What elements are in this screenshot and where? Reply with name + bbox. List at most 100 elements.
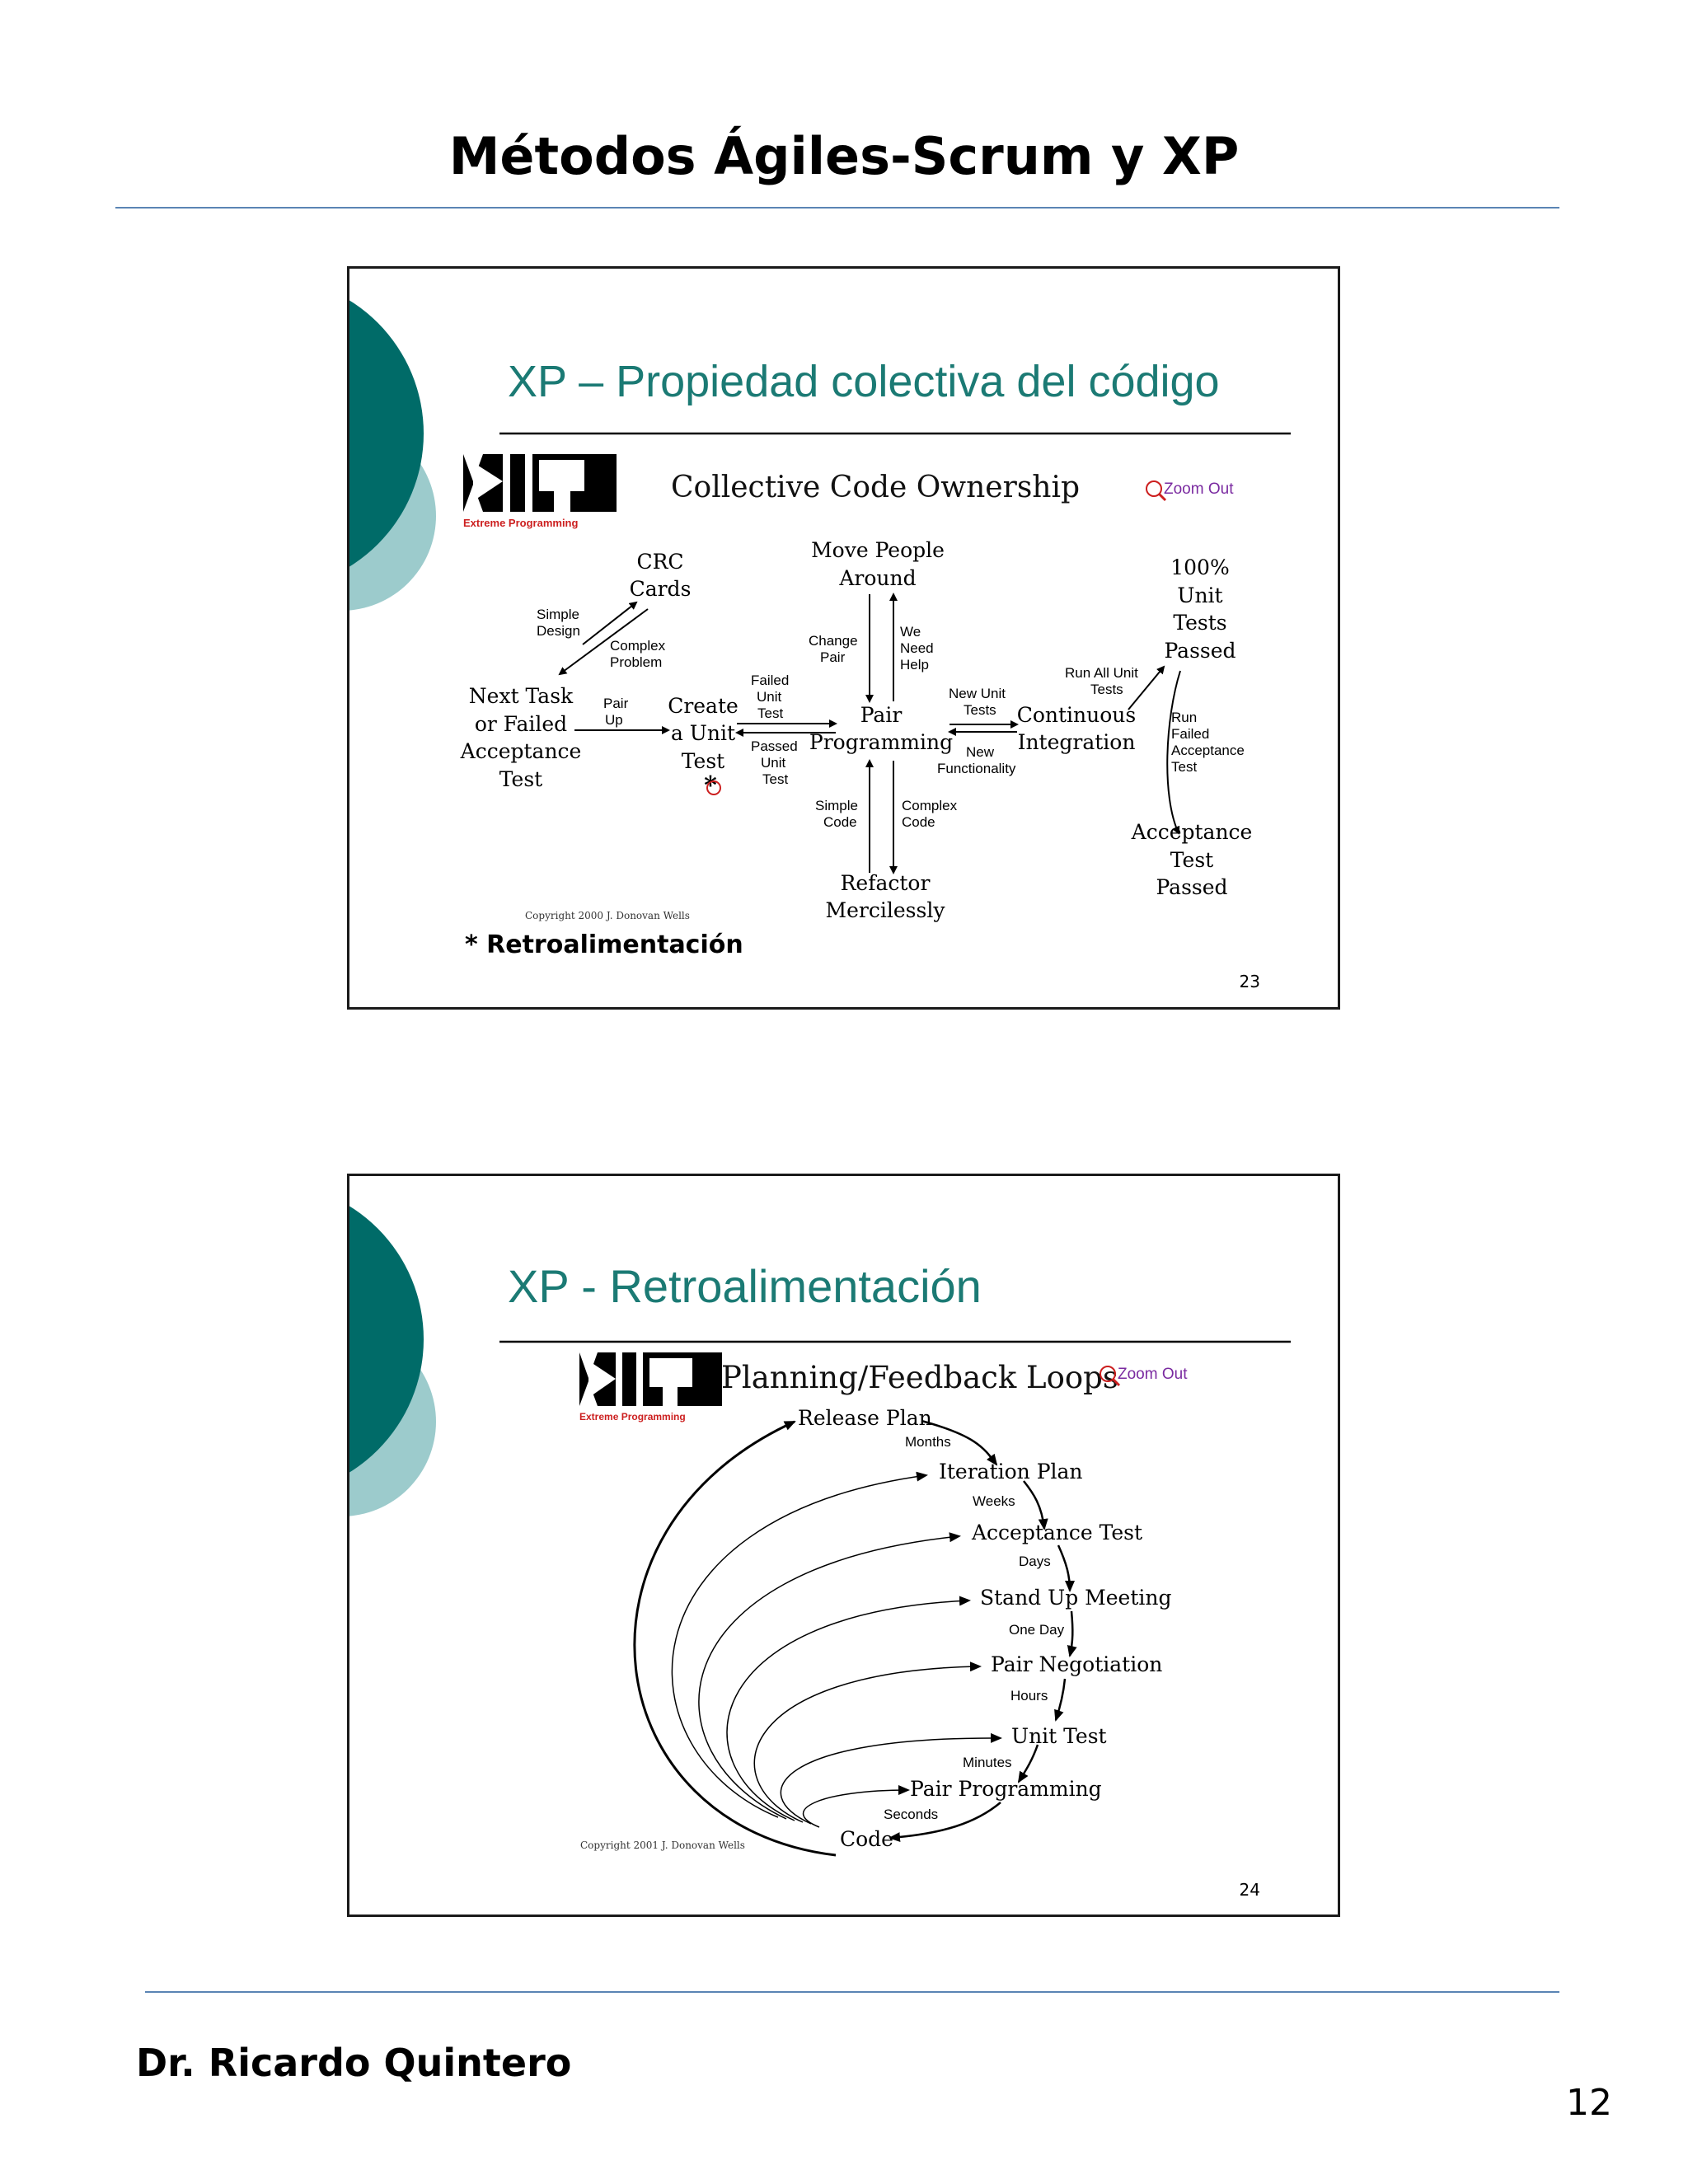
zoom-out-link[interactable]: Zoom Out bbox=[1100, 1366, 1188, 1387]
node-crc-cards-l2: Cards bbox=[630, 577, 692, 601]
loop-label-release-plan: Release Plan bbox=[798, 1406, 932, 1430]
node-acceptance-passed-l3: Passed bbox=[1156, 875, 1227, 899]
xp-logo: Extreme Programming bbox=[579, 1352, 722, 1422]
zoom-out-label[interactable]: Zoom Out bbox=[1118, 1366, 1188, 1383]
edge-new-unit-tests-l1: New Unit bbox=[949, 686, 1006, 701]
diagram-title: Planning/Feedback Loops bbox=[721, 1360, 1118, 1395]
edge-new-functionality-l2: Functionality bbox=[937, 761, 1016, 776]
node-next-task-l1: Next Task bbox=[469, 684, 574, 708]
feedback-descending-arrows bbox=[889, 1419, 1077, 1843]
loop-arc-pair-negotiation bbox=[753, 1661, 982, 1823]
node-acceptance-passed-l1: Acceptance bbox=[1131, 820, 1253, 844]
loop-arc-release-plan bbox=[633, 1420, 837, 1857]
footer-page-number: 12 bbox=[1566, 2082, 1612, 2124]
loop-label-pair-programming: Pair Programming bbox=[910, 1777, 1102, 1801]
interval-one-day: One Day bbox=[1009, 1622, 1065, 1638]
loop-label-code: Code bbox=[840, 1827, 893, 1851]
loop-arc-iteration-plan bbox=[671, 1471, 928, 1818]
edge-complex-code-l2: Code bbox=[902, 814, 935, 830]
footer-divider bbox=[145, 1991, 1559, 1993]
zoom-out-link[interactable]: Zoom Out bbox=[1146, 480, 1234, 502]
slide-title: XP – Propiedad colectiva del código bbox=[508, 357, 1220, 406]
edge-run-failed-acceptance-l3: Acceptance bbox=[1171, 743, 1245, 758]
node-unit-tests-passed-l1: 100% bbox=[1170, 555, 1229, 579]
node-create-unit-test-l3: Test bbox=[682, 749, 724, 773]
node-acceptance-passed-l2: Test bbox=[1170, 848, 1213, 872]
edge-we-need-help-l2: Need bbox=[900, 640, 934, 656]
edge-simple-design-l1: Simple bbox=[537, 607, 579, 622]
edge-run-failed-acceptance-l4: Test bbox=[1171, 759, 1197, 775]
feedback-loop-arcs bbox=[633, 1420, 1002, 1857]
slide-23-canvas: XP – Propiedad colectiva del código Extr… bbox=[349, 300, 1291, 991]
edge-pair-up-l1: Pair bbox=[603, 696, 629, 711]
decorative-circle-dark bbox=[349, 1206, 424, 1473]
node-move-people-l2: Around bbox=[838, 566, 916, 590]
node-next-task-l4: Test bbox=[499, 767, 542, 791]
edge-failed-unit-test-l2: Unit bbox=[757, 689, 782, 705]
interval-hours: Hours bbox=[1010, 1688, 1048, 1704]
edge-new-unit-tests-l2: Tests bbox=[964, 702, 996, 718]
edge-failed-unit-test-l1: Failed bbox=[751, 673, 789, 688]
decorative-circle-dark bbox=[349, 300, 424, 567]
edge-run-failed-acceptance-l1: Run bbox=[1171, 710, 1197, 725]
edge-failed-unit-test-l3: Test bbox=[757, 705, 783, 721]
edge-complex-problem-l2: Problem bbox=[610, 654, 662, 670]
slide1-number: 23 bbox=[1240, 972, 1260, 991]
loop-label-acceptance-test: Acceptance Test bbox=[971, 1521, 1142, 1544]
loop-label-unit-test: Unit Test bbox=[1011, 1724, 1107, 1748]
edge-we-need-help-l3: Help bbox=[900, 657, 929, 673]
node-unit-tests-passed-l2: Unit bbox=[1177, 583, 1222, 607]
loop-arc-acceptance-test bbox=[698, 1532, 961, 1820]
node-next-task-l3: Acceptance bbox=[460, 739, 582, 763]
edge-passed-unit-test-l2: Unit bbox=[761, 755, 786, 771]
node-continuous-integration-l1: Continuous bbox=[1017, 703, 1137, 727]
logo-caption: Extreme Programming bbox=[463, 517, 578, 529]
edge-complex-code-l1: Complex bbox=[902, 798, 958, 813]
edge-change-pair-l2: Pair bbox=[820, 649, 846, 665]
diagram-title: Collective Code Ownership bbox=[671, 471, 1080, 504]
loop-arc-unit-test bbox=[780, 1732, 1002, 1825]
loop-arc-pair-programming bbox=[802, 1785, 910, 1828]
edge-change-pair-l1: Change bbox=[809, 633, 858, 649]
edge-pair-up-l2: Up bbox=[605, 712, 623, 728]
node-continuous-integration-l2: Integration bbox=[1018, 730, 1136, 754]
magnifier-icon bbox=[1100, 1366, 1116, 1382]
edge-passed-unit-test-l1: Passed bbox=[751, 738, 798, 754]
loop-arc-stand-up-meeting bbox=[726, 1596, 971, 1821]
edge-simple-code-l1: Simple bbox=[815, 798, 858, 813]
page-title: Métodos Ágiles-Scrum y XP bbox=[448, 126, 1240, 186]
node-pair-programming-l1: Pair bbox=[860, 703, 903, 727]
slide2-number: 24 bbox=[1240, 1880, 1260, 1900]
interval-days: Days bbox=[1019, 1554, 1051, 1569]
edge-simple-code-l2: Code bbox=[823, 814, 857, 830]
edge-passed-unit-test-l3: Test bbox=[762, 771, 788, 787]
logo-caption: Extreme Programming bbox=[579, 1411, 686, 1422]
edge-new-functionality-l1: New bbox=[966, 744, 995, 760]
edge-run-all-unit-tests-l1: Run All Unit bbox=[1065, 665, 1138, 681]
zoom-out-label[interactable]: Zoom Out bbox=[1164, 480, 1234, 498]
feedback-asterisk: * bbox=[704, 771, 717, 800]
node-next-task-l2: or Failed bbox=[475, 712, 567, 736]
edge-run-all-unit-tests-l2: Tests bbox=[1090, 682, 1123, 697]
node-move-people-l1: Move People bbox=[811, 538, 945, 562]
node-refactor-l2: Mercilessly bbox=[826, 898, 946, 922]
node-refactor-l1: Refactor bbox=[841, 871, 931, 895]
loop-label-stand-up-meeting: Stand Up Meeting bbox=[980, 1586, 1171, 1610]
loop-label-iteration-plan: Iteration Plan bbox=[939, 1460, 1083, 1483]
slide-title: XP - Retroalimentación bbox=[508, 1260, 982, 1312]
edge-complex-problem-l1: Complex bbox=[610, 638, 666, 654]
node-unit-tests-passed-l3: Tests bbox=[1173, 611, 1226, 635]
slide1-footnote: * Retroalimentación bbox=[465, 930, 743, 959]
interval-months: Months bbox=[905, 1434, 951, 1450]
interval-weeks: Weeks bbox=[973, 1493, 1015, 1509]
edge-we-need-help-l1: We bbox=[900, 624, 921, 640]
footer-author: Dr. Ricardo Quintero bbox=[136, 2041, 572, 2085]
slide-23: XP – Propiedad colectiva del código Extr… bbox=[347, 266, 1340, 1010]
loop-label-pair-negotiation: Pair Negotiation bbox=[991, 1652, 1162, 1676]
interval-seconds: Seconds bbox=[884, 1807, 938, 1822]
node-pair-programming-l2: Programming bbox=[809, 730, 953, 754]
magnifier-icon bbox=[1146, 480, 1162, 497]
node-crc-cards-l1: CRC bbox=[636, 550, 683, 574]
node-create-unit-test-l1: Create bbox=[668, 694, 738, 718]
interval-minutes: Minutes bbox=[963, 1755, 1012, 1770]
